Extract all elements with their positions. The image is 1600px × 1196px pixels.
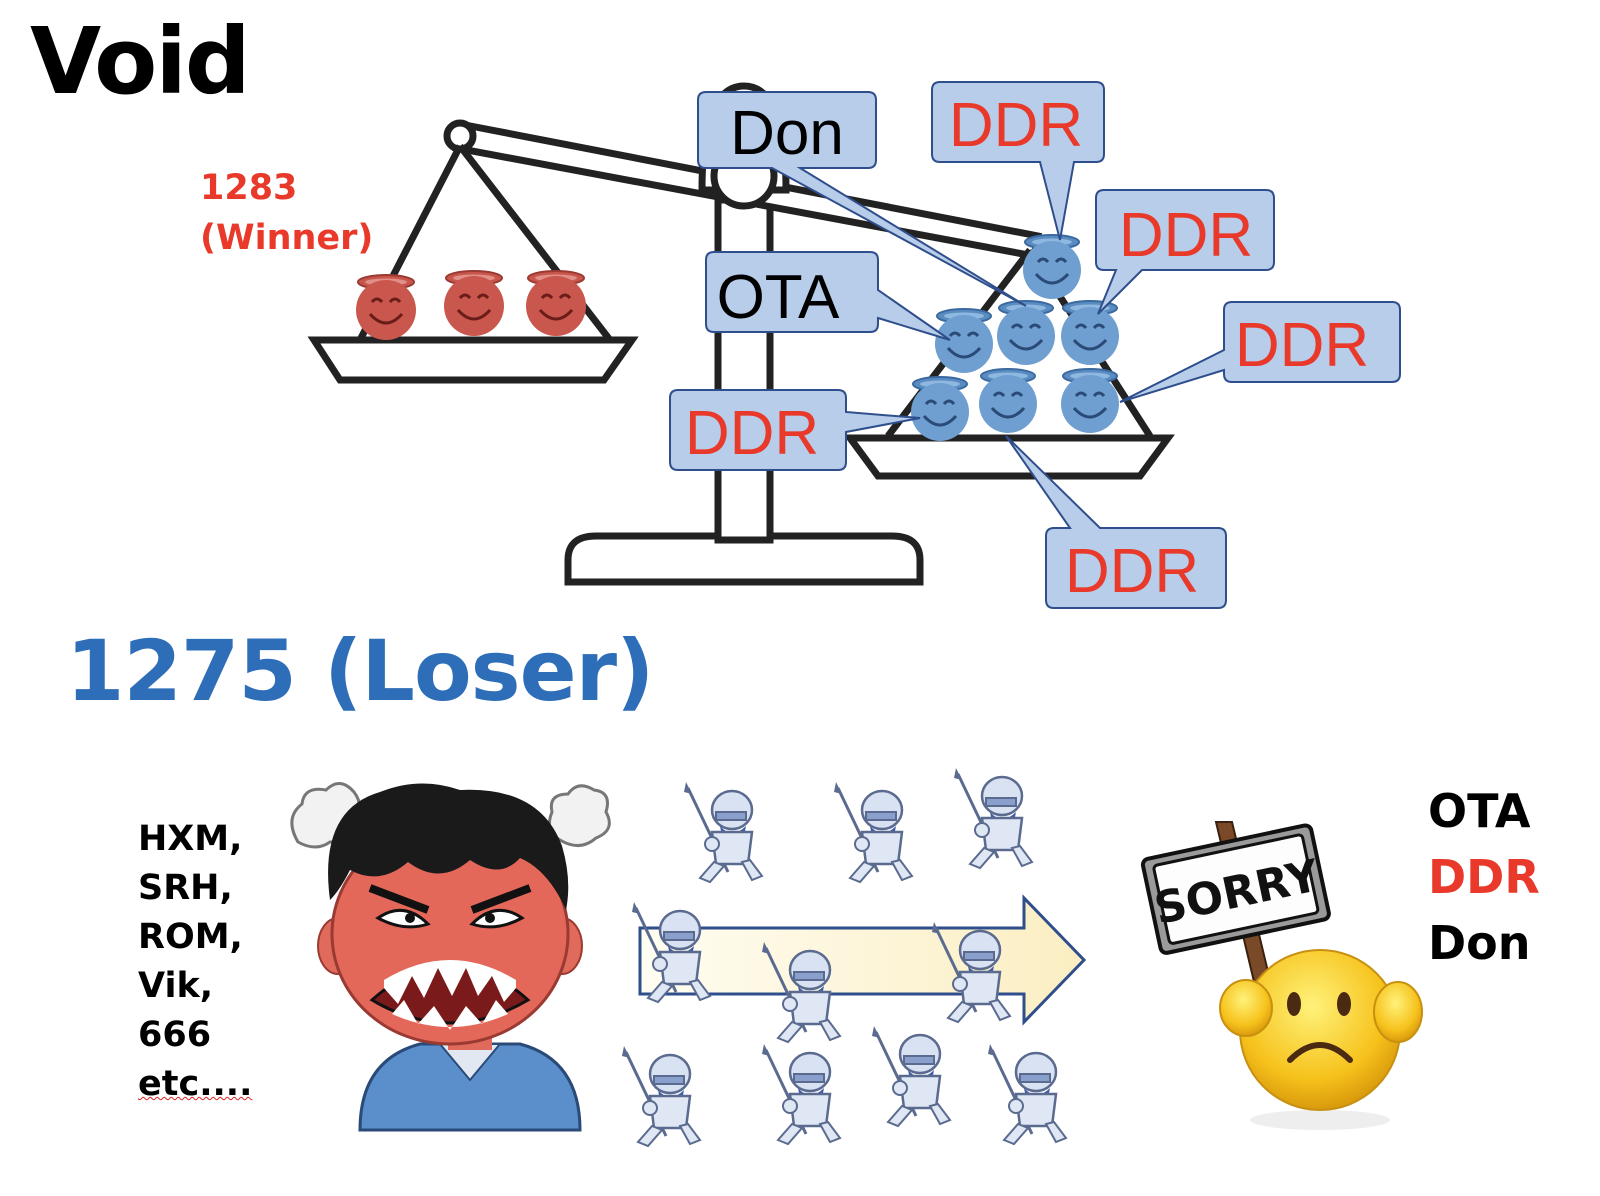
right-list-item: OTA <box>1428 784 1531 838</box>
blue-smiling-face-with-halo-icon <box>995 299 1057 367</box>
bubble-label: DDR <box>1065 537 1199 606</box>
bubble-5: DDR <box>669 389 921 471</box>
bubble-0: Don <box>697 91 1027 307</box>
teams-list: HXM, SRH, ROM, Vik, 666 etc.... <box>138 815 252 1109</box>
bubble-3: OTA <box>705 251 951 341</box>
knight-soldier-icon <box>952 766 1034 870</box>
winner-label: 1283 (Winner) <box>200 163 373 263</box>
bubble-label: DDR <box>685 399 819 468</box>
team-item: Vik, <box>138 966 214 1006</box>
sorry-sign-emoji-icon: SORRY <box>1140 821 1423 1130</box>
team-item: ROM, <box>138 917 243 957</box>
bubble-label: DDR <box>1235 311 1369 380</box>
knight-soldier-icon <box>832 780 914 884</box>
bubble-6: DDR <box>1005 435 1227 609</box>
blue-smiling-face-with-halo-icon <box>909 375 971 443</box>
bubble-label: OTA <box>717 263 840 332</box>
right-list: OTA DDR Don <box>1428 778 1540 976</box>
right-list-item: DDR <box>1428 850 1540 904</box>
blue-smiling-face-with-halo-icon <box>1059 367 1121 435</box>
right-list-item: Don <box>1428 916 1531 970</box>
blue-smiling-face-with-halo-icon <box>933 307 995 375</box>
knight-soldier-icon <box>870 1024 952 1128</box>
team-item: HXM, <box>138 819 243 859</box>
blue-smiling-face-with-halo-icon <box>1021 233 1083 301</box>
winner-number: 1283 <box>200 168 298 208</box>
red-smiling-face-with-halo-icon <box>524 269 588 338</box>
blue-smiling-face-with-halo-icon <box>1059 299 1121 367</box>
team-item: etc.... <box>138 1060 252 1109</box>
blue-smiling-face-with-halo-icon <box>977 367 1039 435</box>
loser-heading: 1275 (Loser) <box>66 622 654 720</box>
red-smiling-face-with-halo-icon <box>442 269 506 338</box>
bubble-label: DDR <box>1119 201 1253 270</box>
winner-tag: (Winner) <box>200 218 374 258</box>
team-item: 666 <box>138 1015 212 1055</box>
team-item-text: etc.... <box>138 1064 253 1104</box>
knight-soldier-icon <box>986 1042 1068 1146</box>
bubble-label: DDR <box>949 91 1083 160</box>
page-title: Void <box>30 8 251 115</box>
team-item: SRH, <box>138 868 233 908</box>
bubble-4: DDR <box>1119 301 1401 403</box>
knight-soldier-icon <box>760 1042 842 1146</box>
bubble-2: DDR <box>1095 189 1275 315</box>
knight-soldier-icon <box>682 780 764 884</box>
bubble-1: DDR <box>931 81 1105 241</box>
bubble-label: Don <box>730 99 844 168</box>
right-arrow-icon <box>638 894 1087 1026</box>
angry-boy-icon <box>290 782 611 1132</box>
knight-soldier-icon <box>620 1044 702 1148</box>
red-smiling-face-with-halo-icon <box>354 273 418 342</box>
